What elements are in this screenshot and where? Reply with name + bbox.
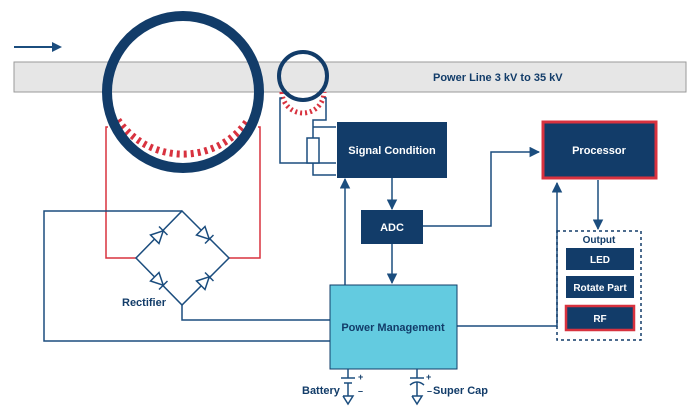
super-cap-minus-sign: – [427,386,432,396]
adc-block [361,210,423,244]
power-to-processor-arrow [457,181,563,327]
rectifier-diodes [149,225,215,291]
processor-block [541,120,658,180]
battery-minus-sign: – [358,386,363,396]
adc-label: ADC [380,222,404,234]
battery-label: Battery [302,385,341,397]
super-cap-label: Super Cap [433,385,488,397]
battery-plus-sign: + [358,372,363,382]
output-rf-box [564,304,636,332]
harvest-ct-ring [102,11,264,173]
power-line-bar [13,61,687,93]
adc-to-processor-arrow [423,146,541,227]
output-rotate-part-label: Rotate Part [573,283,627,294]
power-line-label: Power Line 3 kV to 35 kV [433,72,563,84]
burden-resistor [306,137,320,164]
output-group [556,230,642,341]
sense-ct-ring [277,50,329,102]
signal-condition-label: Signal Condition [348,145,436,157]
rectifier-label: Rectifier [122,297,167,309]
output-rf-label: RF [593,314,606,325]
battery-symbol [341,369,355,406]
output-title: Output [583,235,616,246]
output-rotate-part-box [566,276,634,298]
signal-condition-block [337,122,447,178]
output-led-box [566,248,634,270]
processor-label: Processor [572,145,627,157]
output-led-label: LED [590,255,610,266]
power-management-label: Power Management [341,322,445,334]
power-management-block [329,284,458,370]
rectifier-bridge [134,209,231,307]
super-cap-plus-sign: + [426,372,431,382]
flow-direction-arrow [14,42,62,52]
super-cap-symbol [409,369,425,406]
rectifier-output-wires [43,210,330,342]
harvest-coil-leads [105,126,261,259]
